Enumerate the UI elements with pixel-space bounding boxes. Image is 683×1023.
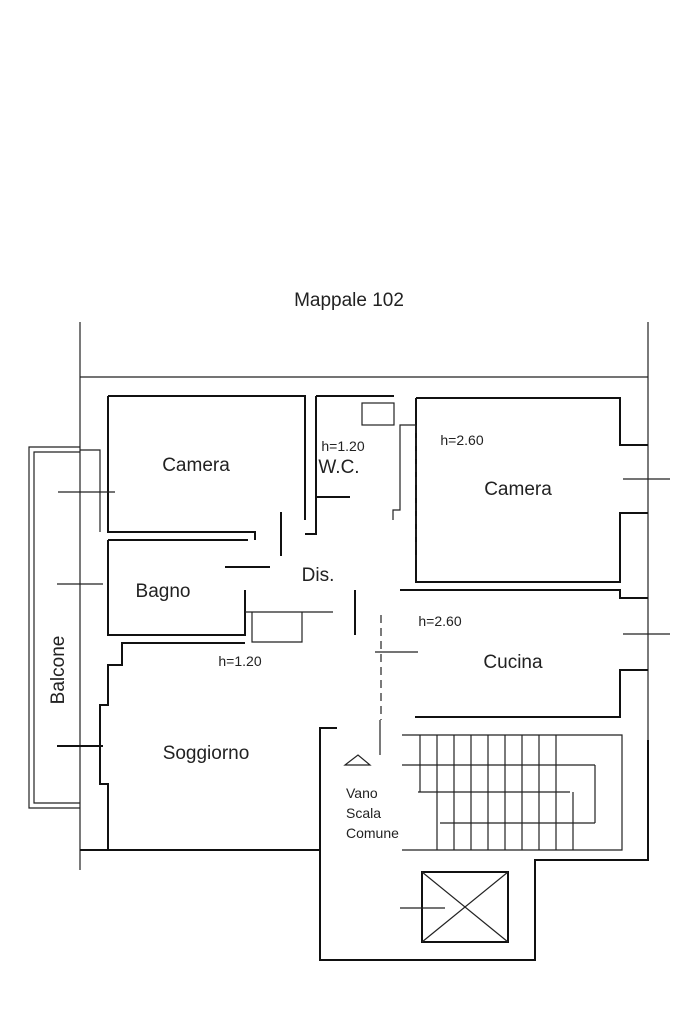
room-label-dis: Dis. bbox=[302, 565, 335, 586]
room-camera-right: h=2.60 Camera bbox=[392, 398, 670, 583]
room-label-camera-right: Camera bbox=[484, 479, 552, 500]
room-dis: Dis. bbox=[280, 512, 356, 635]
room-wc: h=1.20 W.C. bbox=[305, 396, 395, 535]
room-label-vano-1: Vano bbox=[346, 785, 378, 801]
room-bagno: Bagno h=1.20 bbox=[57, 539, 333, 669]
outer-walls bbox=[80, 395, 649, 961]
room-label-vano-3: Comune bbox=[346, 825, 399, 841]
room-label-camera-left: Camera bbox=[162, 455, 230, 476]
balcone: Balcone bbox=[28, 446, 80, 809]
room-camera-left: Camera bbox=[58, 396, 256, 540]
room-soggiorno: Soggiorno bbox=[57, 642, 337, 850]
height-label-wc: h=1.20 bbox=[321, 438, 364, 454]
room-label-vano-2: Scala bbox=[346, 805, 381, 821]
plan-title: Mappale 102 bbox=[294, 290, 404, 311]
room-label-cucina: Cucina bbox=[483, 652, 543, 673]
room-cucina: h=2.60 Cucina bbox=[375, 589, 670, 720]
height-label-bagno: h=1.20 bbox=[218, 653, 261, 669]
room-label-soggiorno: Soggiorno bbox=[163, 743, 250, 764]
stairwell: Vano Scala Comune bbox=[343, 720, 623, 851]
room-label-wc: W.C. bbox=[318, 457, 359, 478]
height-label-camera-right: h=2.60 bbox=[440, 432, 483, 448]
room-label-bagno: Bagno bbox=[136, 581, 191, 602]
lift-shaft bbox=[400, 871, 509, 943]
room-label-balcone: Balcone bbox=[48, 636, 69, 705]
height-label-cucina: h=2.60 bbox=[418, 613, 461, 629]
